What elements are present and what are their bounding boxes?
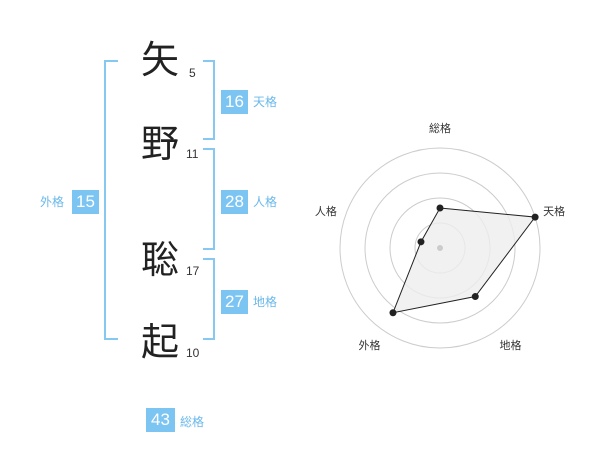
radar-point — [389, 309, 397, 317]
gaikaku-label: 外格 — [40, 195, 65, 209]
radar-point — [531, 213, 539, 221]
radar-axis-label: 外格 — [358, 338, 380, 352]
stroke-count-3: 17 — [186, 264, 200, 278]
soukaku-label: 総格 — [180, 415, 205, 429]
chikaku-bracket — [203, 258, 215, 340]
name-char-2: 野 — [141, 122, 180, 166]
radar-point — [417, 238, 425, 246]
radar-ring — [339, 147, 541, 349]
jinkaku-label: 人格 — [253, 195, 278, 209]
radar-point — [436, 204, 444, 212]
gaikaku-bracket — [104, 60, 118, 340]
radar-axis-label: 地格 — [500, 338, 522, 352]
tenkaku-label: 天格 — [253, 95, 278, 109]
name-char-1: 矢 — [141, 38, 180, 82]
tenkaku-bracket — [203, 60, 215, 140]
radar-ring — [364, 172, 516, 324]
chikaku-score: 27 — [221, 290, 248, 314]
jinkaku-score: 28 — [221, 190, 248, 214]
name-char-3: 聡 — [141, 238, 180, 282]
stroke-count-2: 11 — [186, 147, 199, 161]
radar-shape — [392, 207, 537, 314]
tenkaku-score: 16 — [221, 90, 248, 114]
jinkaku-bracket — [203, 148, 215, 250]
stroke-count-1: 5 — [189, 66, 196, 80]
radar-center — [437, 245, 443, 251]
chikaku-label: 地格 — [253, 295, 278, 309]
stroke-count-4: 10 — [186, 346, 200, 360]
radar-axis-label: 総格 — [429, 121, 451, 135]
radar-axis-label: 人格 — [315, 204, 337, 218]
radar-point — [471, 293, 479, 301]
radar-axis-label: 天格 — [543, 204, 565, 218]
gaikaku-score: 15 — [72, 190, 99, 214]
soukaku-score: 43 — [146, 408, 175, 432]
name-char-4: 起 — [141, 320, 180, 364]
